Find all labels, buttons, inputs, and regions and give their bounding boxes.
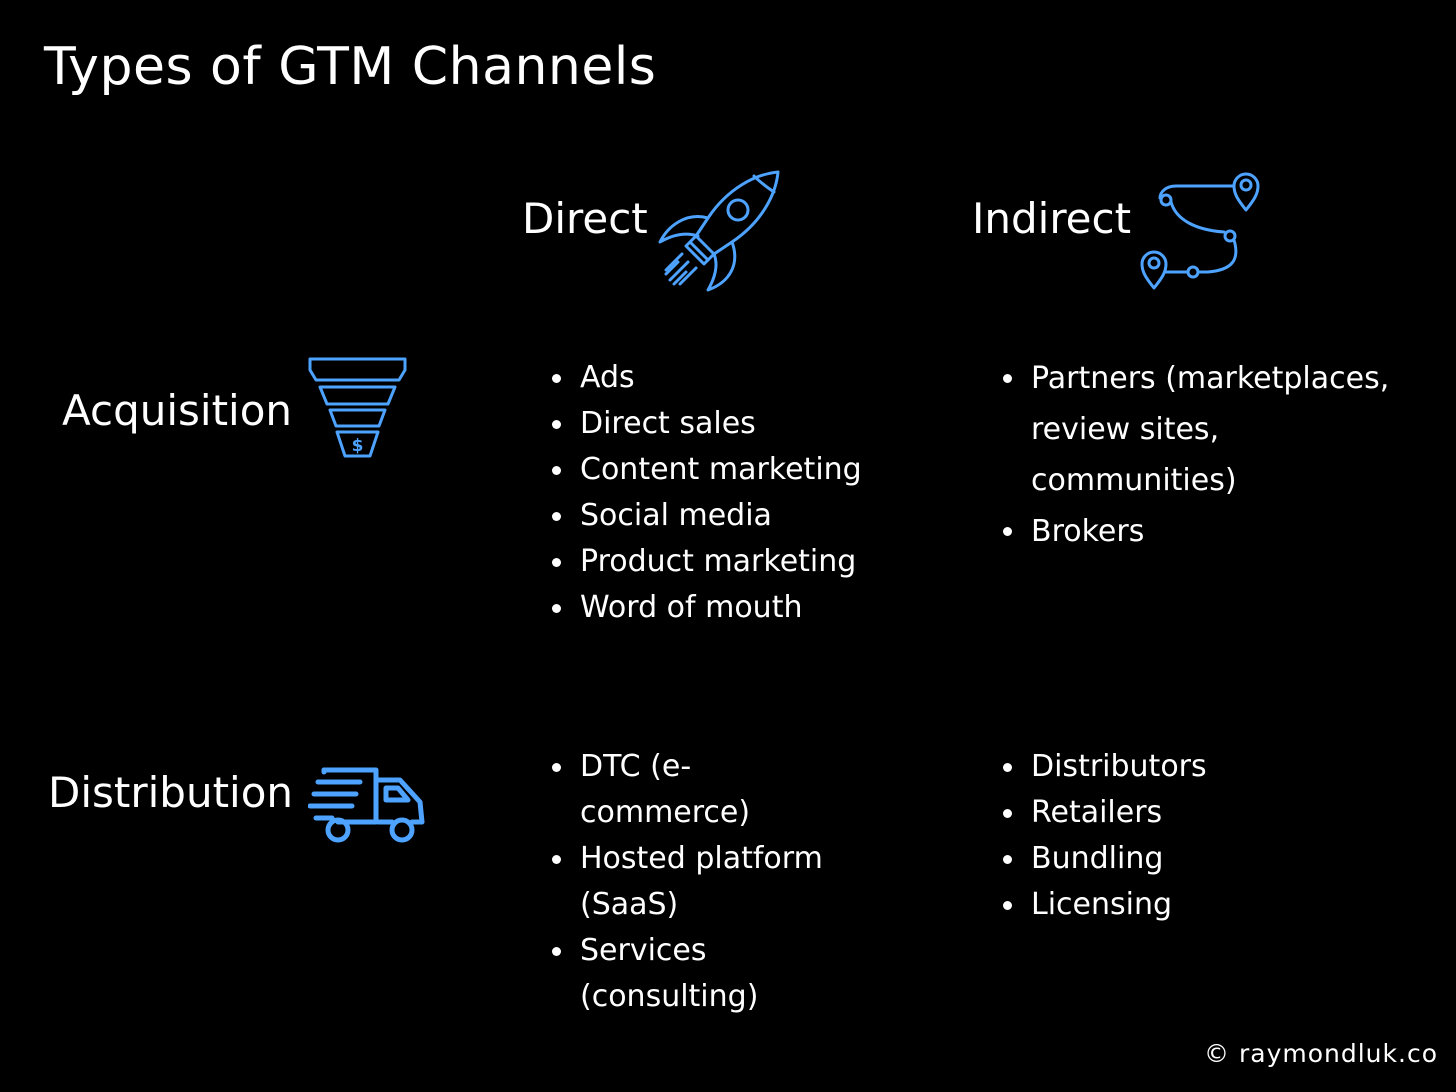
list-item: Word of mouth [550,585,862,631]
funnel-icon: $ [306,356,410,462]
copyright-footer: © raymondluk.co [1204,1039,1438,1068]
list-item: Direct sales [550,401,862,447]
list-item: Brokers [1001,506,1391,557]
list-item: Services (consulting) [550,928,810,1020]
list-item: DTC (e-commerce) [550,744,750,836]
list-item: Retailers [1001,790,1207,836]
acquisition-indirect-list: Partners (marketplaces, review sites, co… [1001,353,1391,557]
list-item: Partners (marketplaces, review sites, co… [1001,353,1391,506]
list-item: Hosted platform (SaaS) [550,836,860,928]
list-item: Licensing [1001,882,1207,928]
list-item: Product marketing [550,539,862,585]
distribution-indirect-list: Distributors Retailers Bundling Licensin… [1001,744,1207,928]
route-map-icon [1136,170,1266,294]
page-title: Types of GTM Channels [44,37,657,97]
list-item: Social media [550,493,862,539]
acquisition-direct-list: Ads Direct sales Content marketing Socia… [550,355,862,631]
list-item: Content marketing [550,447,862,493]
list-item: Ads [550,355,862,401]
column-header-indirect: Indirect [972,194,1132,243]
list-item: Bundling [1001,836,1207,882]
distribution-direct-list: DTC (e-commerce) Hosted platform (SaaS) … [550,744,860,1020]
row-header-acquisition: Acquisition [62,386,293,435]
rocket-icon [656,170,782,294]
column-header-direct: Direct [522,194,648,243]
svg-text:$: $ [352,436,364,456]
delivery-truck-icon [308,764,430,848]
row-header-distribution: Distribution [48,768,294,817]
list-item: Distributors [1001,744,1207,790]
